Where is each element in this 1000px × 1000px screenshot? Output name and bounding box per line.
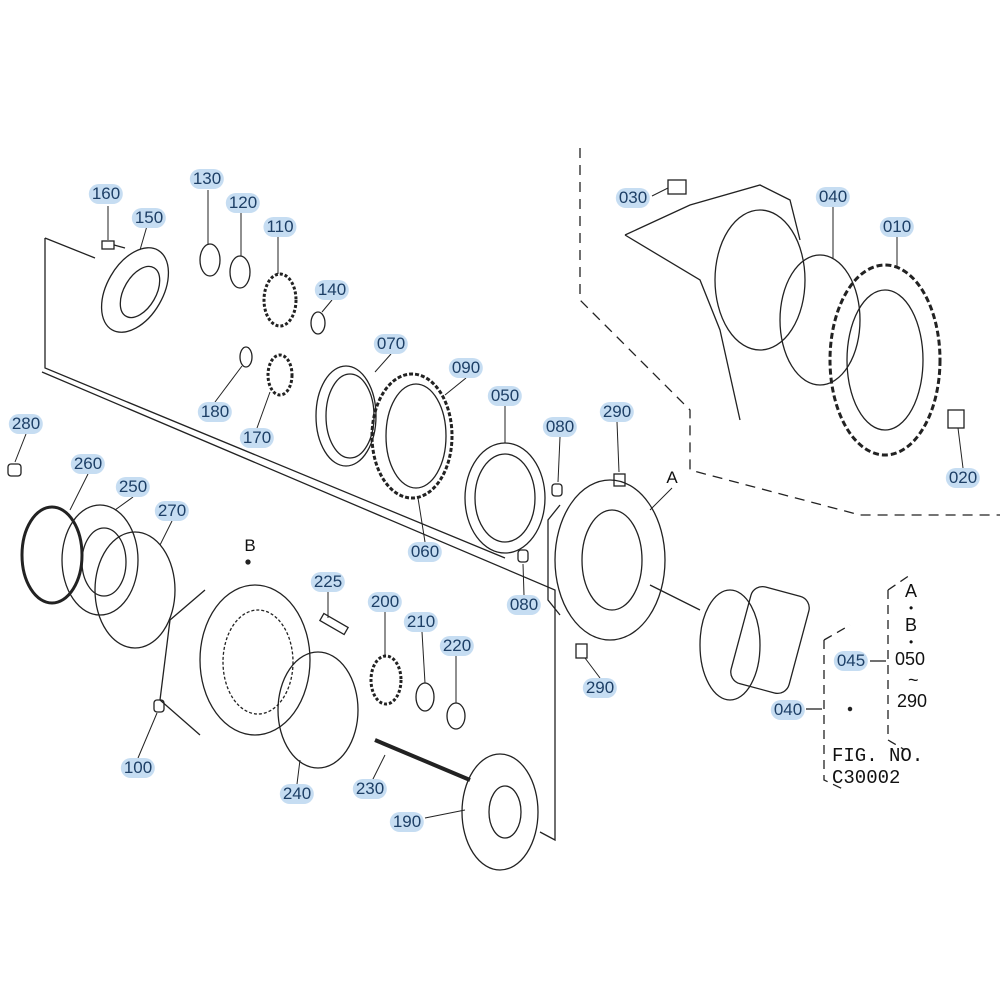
part-label-150[interactable]: 150: [131, 208, 167, 228]
part-250-piston: [61, 504, 139, 616]
legend-dot-2: •: [909, 635, 914, 649]
part-hub-a: [517, 473, 666, 659]
part-220-collar: [446, 702, 466, 730]
part-180-snap-ring: [239, 346, 253, 368]
part-label-260[interactable]: 260: [70, 454, 106, 474]
part-020-bolt: [947, 409, 965, 429]
part-100-plug: [153, 699, 165, 713]
part-label-180[interactable]: 180: [197, 402, 233, 422]
final-drive-assembly: [624, 179, 965, 457]
part-190-cover: [461, 753, 539, 871]
part-label-120[interactable]: 120: [225, 193, 261, 213]
part-label-160[interactable]: 160: [88, 184, 124, 204]
part-label-270[interactable]: 270: [154, 501, 190, 521]
part-240-plate: [277, 651, 359, 769]
part-120-bearing: [229, 255, 251, 289]
part-label-210[interactable]: 210: [403, 612, 439, 632]
part-label-280[interactable]: 280: [8, 414, 44, 434]
part-270-plate: [94, 531, 176, 649]
part-label-220[interactable]: 220: [439, 636, 475, 656]
part-130-collar: [199, 243, 221, 277]
part-230-shaft: [374, 738, 471, 782]
part-210-bearing: [415, 682, 435, 712]
part-150-cover-plate: [100, 247, 170, 333]
part-label-130[interactable]: 130: [189, 169, 225, 189]
legend-bracket-inner: [887, 590, 906, 751]
part-housing-b: [159, 559, 311, 736]
part-label-290-lower[interactable]: 290: [582, 678, 618, 698]
legend-dot-3: [847, 706, 853, 712]
legend-range-tilde: ~: [908, 670, 919, 690]
part-label-060[interactable]: 060: [407, 542, 443, 562]
legend-dot-1: •: [909, 601, 914, 615]
part-label-020[interactable]: 020: [945, 468, 981, 488]
part-label-290-upper[interactable]: 290: [599, 402, 635, 422]
part-label-200[interactable]: 200: [367, 592, 403, 612]
part-label-050[interactable]: 050: [487, 386, 523, 406]
part-label-045[interactable]: 045: [833, 651, 869, 671]
motor-shaft: [649, 584, 701, 611]
part-label-140[interactable]: 140: [314, 280, 350, 300]
part-label-250[interactable]: 250: [115, 477, 151, 497]
part-110-gear: [262, 272, 298, 328]
part-label-080-upper[interactable]: 080: [542, 417, 578, 437]
group-outline-lower: [41, 371, 556, 842]
part-090-ball-ring: [370, 372, 454, 500]
legend-bracket-outer: [823, 640, 846, 791]
part-label-080-lower[interactable]: 080: [506, 595, 542, 615]
part-label-225[interactable]: 225: [310, 572, 346, 592]
part-030-bolt: [667, 179, 687, 195]
figure-number: FIG. NO. C30002: [832, 745, 924, 789]
part-label-040-legend[interactable]: 040: [770, 700, 806, 720]
part-label-040-top[interactable]: 040: [815, 187, 851, 207]
part-050-seal: [464, 442, 546, 554]
part-label-190[interactable]: 190: [389, 812, 425, 832]
legend-range-start: 050: [895, 649, 926, 669]
part-070-ring: [315, 365, 377, 467]
leader-lines: [14, 187, 964, 819]
legend-a: A: [905, 581, 918, 601]
part-label-110[interactable]: 110: [263, 217, 297, 237]
part-225-pin: [318, 612, 350, 636]
part-label-240[interactable]: 240: [279, 784, 315, 804]
part-label-100[interactable]: 100: [120, 758, 156, 778]
part-label-230[interactable]: 230: [352, 779, 388, 799]
part-label-090[interactable]: 090: [448, 358, 484, 378]
part-280-plug: [7, 463, 22, 477]
part-200-gear: [369, 654, 403, 706]
part-140-washer: [310, 311, 326, 335]
part-label-010[interactable]: 010: [879, 217, 915, 237]
part-label-170[interactable]: 170: [239, 428, 275, 448]
group-outline-upper: [44, 237, 506, 559]
reference-mark-a: A: [666, 468, 678, 487]
part-label-070[interactable]: 070: [373, 334, 409, 354]
legend-b: B: [905, 615, 918, 635]
legend-range-end: 290: [897, 691, 928, 711]
part-160-screw: [101, 240, 126, 250]
reference-mark-b: B: [244, 536, 256, 555]
part-170-gear: [266, 353, 294, 397]
dashed-boundary: [579, 148, 1000, 516]
part-label-030[interactable]: 030: [615, 188, 651, 208]
motor-block: [699, 585, 810, 701]
